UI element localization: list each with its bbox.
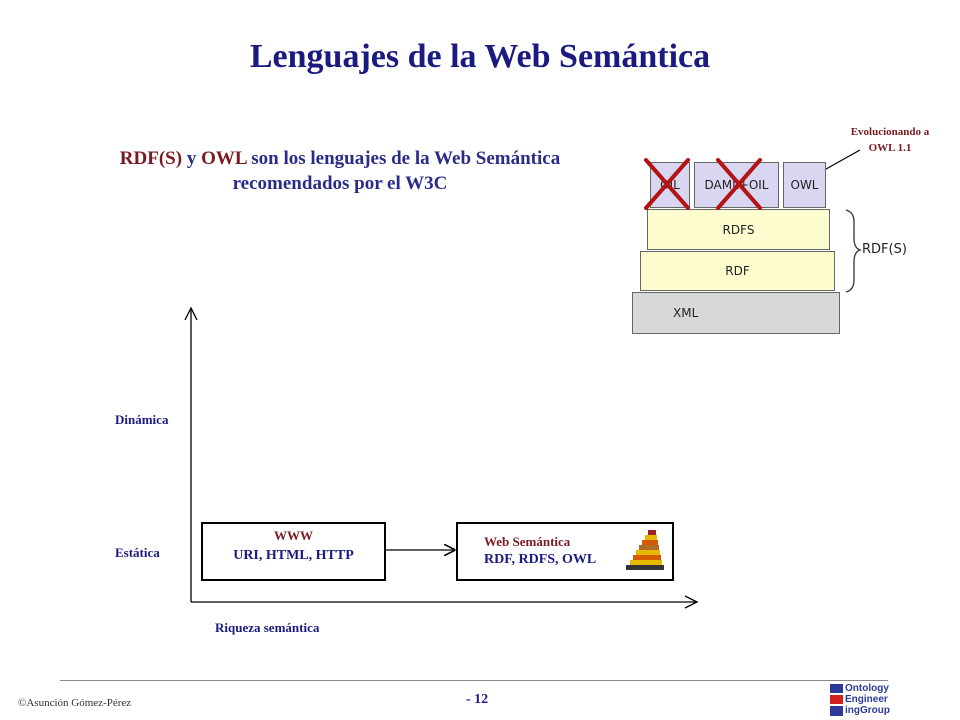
y-axis-arrowhead-icon bbox=[184, 306, 198, 321]
subtitle-rest: son los lenguajes de la Web Semántica bbox=[246, 148, 561, 169]
subtitle-owl: OWL bbox=[201, 148, 247, 169]
cross-oil-icon bbox=[644, 158, 690, 210]
x-axis-arrowhead-icon bbox=[684, 595, 699, 609]
crosses bbox=[644, 158, 863, 293]
stack-mini-icon bbox=[626, 530, 664, 570]
subtitle-and: y bbox=[182, 148, 202, 169]
cross-damloil-icon bbox=[716, 158, 762, 210]
www-box: WWW URI, HTML, HTTP bbox=[201, 522, 386, 581]
layer-owl: OWL bbox=[783, 162, 826, 208]
www-body: URI, HTML, HTTP bbox=[233, 548, 354, 563]
sw-title: Web Semántica bbox=[484, 534, 571, 549]
layer-xml: XML bbox=[632, 292, 840, 334]
y-label-dynamic: Dinámica bbox=[115, 412, 169, 427]
oeg-logo-text: Ontology Engineer ingGroup bbox=[845, 683, 890, 716]
slide-title: Lenguajes de la Web Semántica bbox=[249, 38, 711, 75]
page-number: - 12 bbox=[466, 692, 489, 707]
subtitle-line2: recomendados por el W3C bbox=[232, 173, 448, 194]
slide-subtitle: RDF(S) y OWL son los lenguajes de la Web… bbox=[60, 146, 620, 196]
subtitle-rdfs: RDF(S) bbox=[119, 148, 183, 169]
footer-author: ©Asunción Gómez-Pérez bbox=[18, 697, 132, 709]
semantic-web-box: Web Semántica RDF, RDFS, OWL bbox=[456, 522, 674, 581]
footer-divider bbox=[60, 680, 888, 681]
oeg-logo: Ontology Engineer ingGroup bbox=[829, 682, 890, 718]
x-label-semantic-richness: Riqueza semántica bbox=[215, 620, 320, 635]
layer-rdfs: RDFS bbox=[647, 209, 830, 250]
stack-annotation: Evolucionando a OWL 1.1 bbox=[850, 126, 930, 154]
brace-label: RDF(S) bbox=[862, 242, 907, 257]
www-title: WWW bbox=[274, 528, 313, 543]
y-label-static: Estática bbox=[115, 545, 160, 560]
oeg-logo-icon bbox=[830, 684, 843, 716]
language-stack: Evolucionando a OWL 1.1 XML RDF RDFS OIL… bbox=[620, 120, 940, 340]
brace-icon bbox=[845, 209, 863, 293]
sw-body: RDF, RDFS, OWL bbox=[484, 552, 597, 567]
layer-rdf: RDF bbox=[640, 251, 835, 291]
